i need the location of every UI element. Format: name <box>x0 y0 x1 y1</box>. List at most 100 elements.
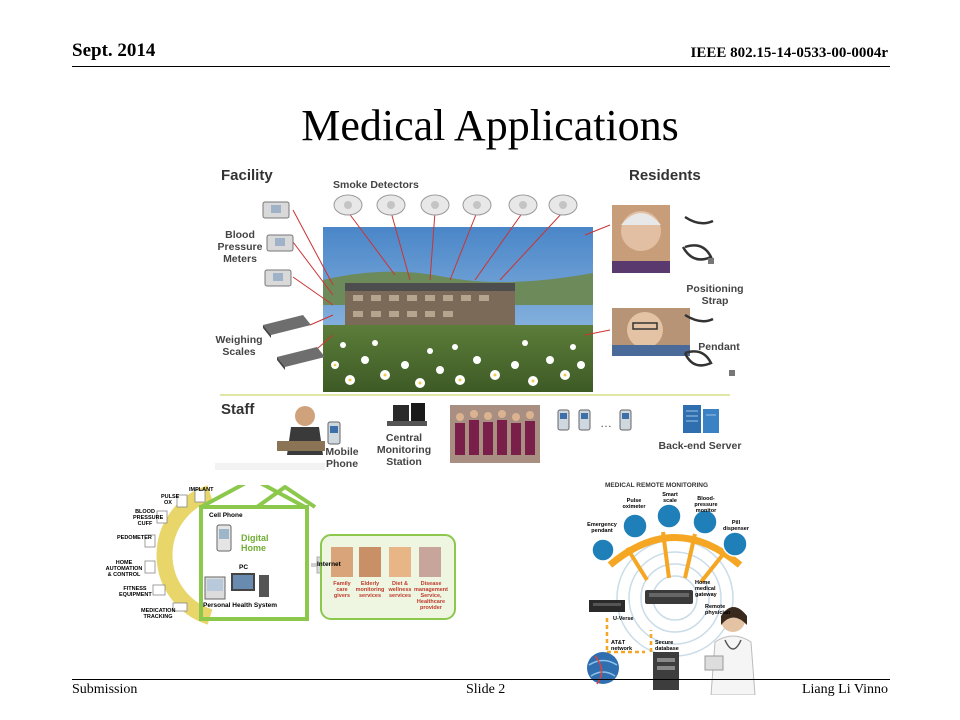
positioning-strap-label: Positioning Strap <box>683 283 747 307</box>
arc-label-home-automation: HOME AUTOMATION & CONTROL <box>105 560 143 578</box>
residents-label: Residents <box>629 167 701 184</box>
central-line-2: Monitoring <box>376 444 432 456</box>
service-diet-line-2: wellness <box>388 587 412 593</box>
positioning-line-1: Positioning <box>686 283 744 295</box>
device-bp-monitor: Blood-pressure monitor <box>694 496 718 514</box>
campus-photo <box>323 227 593 392</box>
blood-pressure-label: Blood Pressure Meters <box>217 229 263 265</box>
service-family: Family care givers <box>329 581 355 599</box>
secure-db-label: Secure database <box>655 640 679 652</box>
header-date: Sept. 2014 <box>72 40 156 61</box>
arc-label-pulse-ox: PULSE OX <box>161 494 180 506</box>
digital-home-graphics <box>144 476 456 625</box>
central-station-computers <box>387 403 427 426</box>
blood-pressure-line-2: Pressure <box>217 241 263 253</box>
staff-person-photo <box>277 406 325 455</box>
digital-home-label: Digital Home <box>241 533 269 553</box>
att-line-1: AT&T <box>611 640 626 646</box>
pc-label: PC <box>239 564 249 571</box>
mobile-line-2: Phone <box>325 458 359 470</box>
device-circles <box>591 503 748 562</box>
physician-figure <box>704 607 756 696</box>
arc-label-implant: IMPLANT <box>189 487 214 493</box>
positioning-line-2: Strap <box>701 295 729 307</box>
service-diet-line-1: Diet & <box>392 581 408 587</box>
pendant-label: Pendant <box>698 341 740 353</box>
service-family-line-1: Family <box>333 581 351 587</box>
central-station-label: Central Monitoring Station <box>371 432 437 468</box>
arc-label-medication: MEDICATION TRACKING <box>141 608 176 620</box>
device-smart-scale: Smart scale <box>662 492 678 504</box>
resident-photos <box>612 205 690 356</box>
gateway-line-2: medical <box>695 586 716 592</box>
service-diet-line-3: services <box>388 593 412 599</box>
service-disease-line-1: Disease <box>420 581 442 587</box>
service-elderly-line-3: services <box>358 593 382 599</box>
device-pulse-ox: Pulse oximeter <box>622 498 646 510</box>
mobile-phone-label: Mobile Phone <box>319 446 365 470</box>
arc-label-bp-cuff: BLOOD PRESSURE CUFF <box>133 509 164 527</box>
remote-monitoring-graphics <box>587 503 756 696</box>
service-disease-line-3: Service, <box>420 593 442 599</box>
central-line-3: Station <box>386 456 422 468</box>
service-elderly-line-1: Elderly <box>360 581 380 587</box>
service-disease-line-4: Healthcare <box>416 599 446 605</box>
gateway-line-3: gateway <box>695 592 717 598</box>
device-pill-dispenser: Pill dispenser <box>723 520 749 532</box>
service-family-line-2: care <box>336 587 348 593</box>
central-line-1: Central <box>385 432 423 444</box>
service-disease: Disease management Service, Healthcare p… <box>413 581 449 611</box>
mobile-phones <box>327 409 632 445</box>
digital-home-line-2: Home <box>241 543 267 553</box>
uverse-label: U-Verse <box>613 616 634 622</box>
service-elderly: Elderly monitoring services <box>355 581 385 599</box>
slide-title: Medical Applications <box>301 101 679 150</box>
service-disease-line-5: provider <box>419 605 442 611</box>
secure-db-line-2: database <box>655 646 679 652</box>
physician-line-1: Remote <box>705 604 726 610</box>
header-rule <box>72 66 890 67</box>
secure-db-line-1: Secure <box>655 640 674 646</box>
gateway-label: Home medical gateway <box>695 580 717 598</box>
weighing-line-1: Weighing <box>215 334 263 346</box>
att-network-label: AT&T network <box>611 640 632 652</box>
arc-label-fitness: FITNESS EQUIPMENT <box>119 586 152 598</box>
connection-lines <box>292 209 611 356</box>
service-disease-line-2: management <box>414 587 448 593</box>
blood-pressure-line-3: Meters <box>223 253 257 265</box>
arc-label-pedometer: PEDOMETER <box>117 535 152 541</box>
cell-phone-label: Cell Phone <box>209 512 243 519</box>
physician-label: Remote physician <box>705 604 730 616</box>
facility-figure: … <box>215 165 750 470</box>
house-outline <box>199 505 309 621</box>
staff-group-photo <box>450 405 540 463</box>
service-family-line-3: givers <box>333 593 351 599</box>
internet-label: Internet <box>317 561 341 568</box>
service-diet: Diet & wellness services <box>387 581 413 599</box>
backend-server-label: Back-end Server <box>658 440 742 452</box>
staff-label: Staff <box>221 401 255 418</box>
service-elderly-line-2: monitoring <box>355 587 385 593</box>
facility-label: Facility <box>221 167 273 184</box>
device-arc <box>156 485 213 625</box>
footer-slide-number: Slide 2 <box>466 682 506 697</box>
gateway-line-1: Home <box>695 580 711 586</box>
smoke-detectors-label: Smoke Detectors <box>333 179 419 191</box>
mobile-line-1: Mobile <box>325 446 359 458</box>
remote-title: MEDICAL REMOTE MONITORING <box>605 482 709 489</box>
blood-pressure-meters <box>262 201 294 287</box>
footer-rule <box>72 679 890 680</box>
smoke-detectors <box>333 194 578 216</box>
weighing-scales <box>263 315 325 370</box>
header-doc-id: IEEE 802.15-14-0533-00-0004r <box>690 45 889 61</box>
blood-pressure-line-1: Blood <box>225 229 255 241</box>
phs-label: Personal Health System <box>203 602 278 609</box>
remote-monitoring-figure: MEDICAL REMOTE MONITORING Pulse oximeter… <box>585 480 760 696</box>
digital-home-figure: PULSE OX IMPLANT BLOOD PRESSURE CUFF PED… <box>105 476 460 625</box>
footer-author: Liang Li Vinno <box>801 682 888 697</box>
resident-devices <box>681 215 714 367</box>
weighing-scales-label: Weighing Scales <box>215 334 263 358</box>
backend-server-icon <box>683 405 719 433</box>
footer-submission: Submission <box>72 682 138 697</box>
physician-line-2: physician <box>705 610 731 616</box>
